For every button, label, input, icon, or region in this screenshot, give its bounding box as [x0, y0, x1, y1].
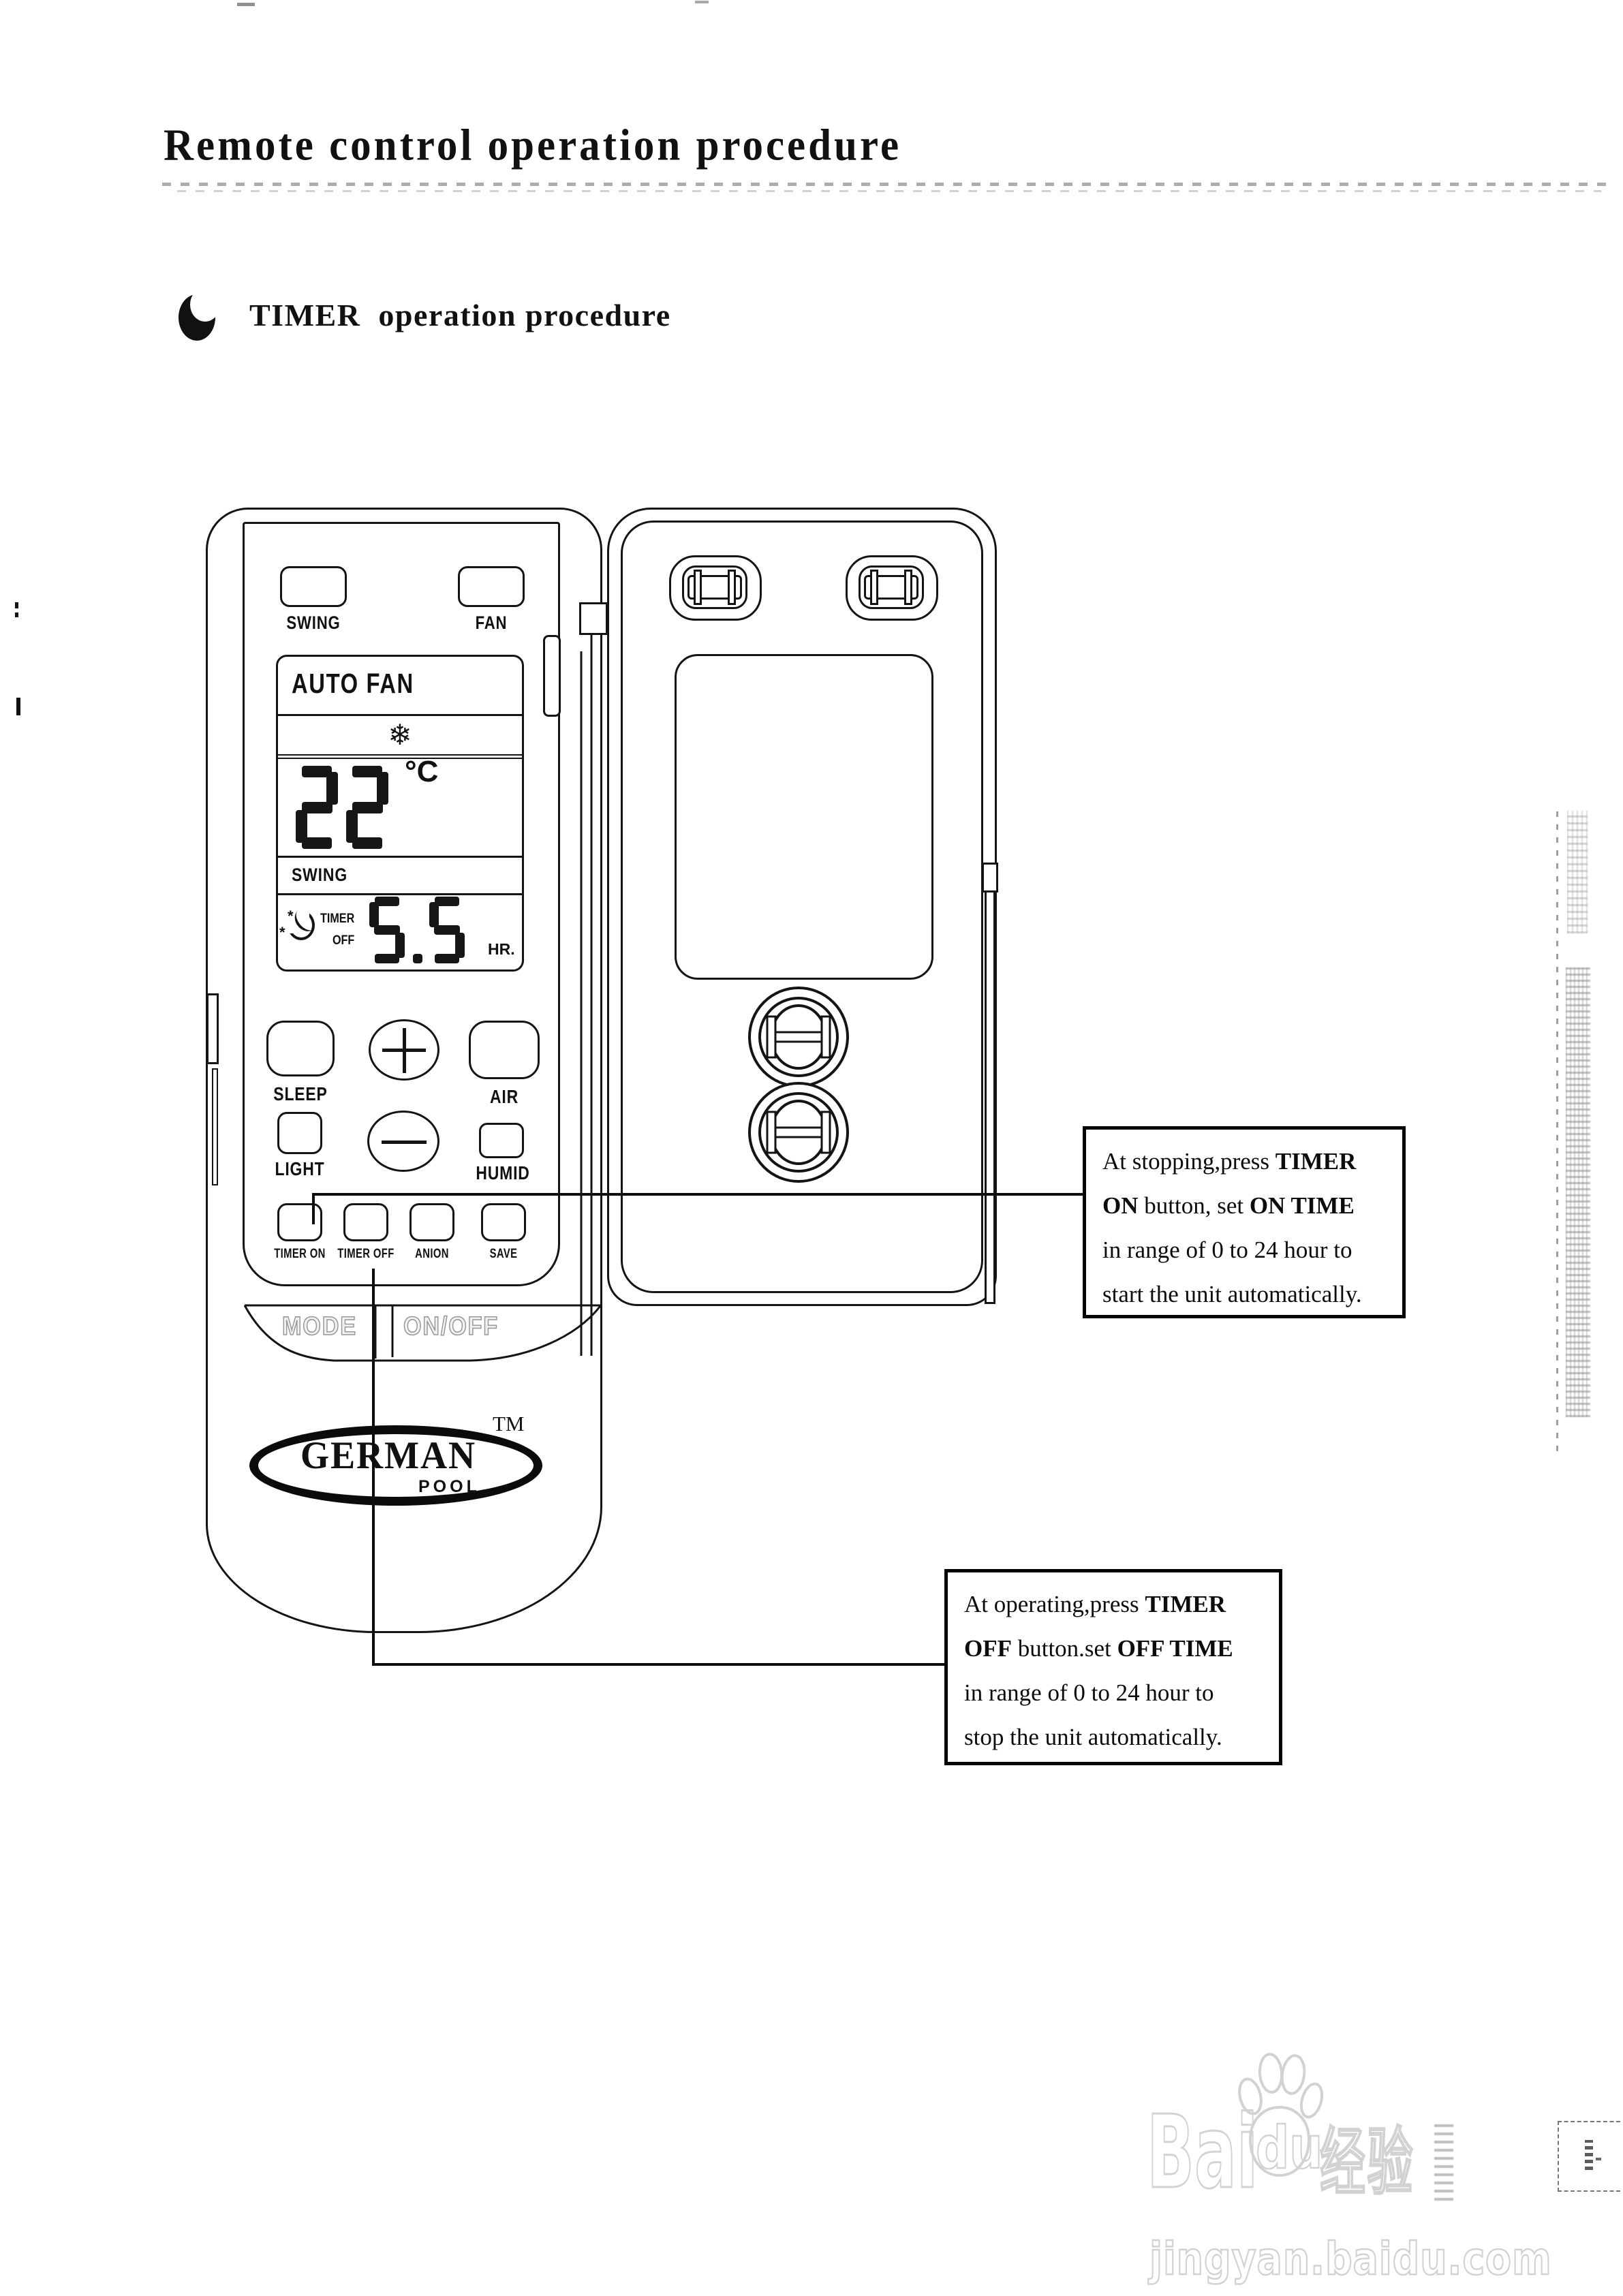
- timer-off-label: TIMER OFF: [337, 1247, 395, 1261]
- air-button: [469, 1021, 540, 1079]
- lcd-temp-unit: °C: [405, 755, 439, 788]
- scan-noise: [1434, 2122, 1453, 2201]
- lcd-cool-row: ❄: [278, 716, 522, 759]
- lcd-swing-row: SWING: [278, 858, 522, 895]
- humid-button-label: HUMID: [476, 1162, 530, 1183]
- fan-button: [458, 566, 525, 607]
- watermark-url-text: jingyan.baidu.com: [1149, 2232, 1552, 2286]
- watermark-jingyan-text: 经验: [1319, 2120, 1415, 2205]
- page-title: Remote control operation procedure: [164, 121, 902, 170]
- scan-noise-line: [1556, 804, 1558, 1451]
- minus-icon: [382, 1141, 427, 1144]
- watermark-bai-text: Bai: [1146, 2093, 1258, 2212]
- title-underline-noise: [162, 183, 1609, 186]
- scan-noise-column: [1566, 967, 1590, 1417]
- logo-sub-text: POOL: [418, 1477, 480, 1496]
- humid-button: [479, 1123, 524, 1158]
- crescent-bullet-icon: [179, 288, 220, 342]
- sleep-button: [266, 1021, 335, 1076]
- plus-button: [369, 1019, 439, 1081]
- hinge-bar: [985, 863, 995, 1304]
- hinge-tab: [579, 602, 608, 635]
- swing-button: [280, 566, 347, 607]
- lcd-mode-text: AUTO FAN: [292, 668, 414, 699]
- side-slot: [212, 1068, 218, 1185]
- scan-noise-column: [1567, 811, 1588, 933]
- section-heading: TIMER operation procedure: [249, 298, 671, 332]
- logo-tm-text: TM: [493, 1412, 525, 1436]
- save-button: [481, 1203, 526, 1241]
- save-label: SAVE: [489, 1247, 518, 1261]
- title-underline-noise: [177, 190, 1601, 192]
- fan-button-label: FAN: [475, 612, 508, 633]
- watermark-du-text: du: [1255, 2113, 1323, 2184]
- latch-left: [669, 555, 764, 623]
- scan-noise: [695, 1, 709, 3]
- lcd-temp-digits: [296, 766, 397, 849]
- hinge-tab: [543, 635, 561, 717]
- sleep-button-label: SLEEP: [273, 1083, 328, 1104]
- baidu-watermark: Bai du 经验 jingyan.baidu.com: [1141, 2041, 1618, 2296]
- scan-noise: [15, 602, 18, 608]
- lcd-timer-row: * * TIMER OFF HR.: [278, 895, 522, 969]
- minus-button: [367, 1111, 439, 1172]
- lcd-timer-unit: HR.: [488, 940, 515, 958]
- scan-noise: [15, 612, 18, 617]
- lcd-timer-label: TIMER: [320, 912, 355, 926]
- baidu-paw-icon: [1238, 2053, 1324, 2177]
- battery-compartment: [748, 987, 849, 1183]
- lcd-swing-text: SWING: [292, 865, 348, 885]
- lcd-display: AUTO FAN ❄ °C SWING * * TIMER OFF HR.: [276, 655, 524, 972]
- timer-off-button: [343, 1203, 388, 1241]
- anion-label: ANION: [415, 1247, 449, 1261]
- lcd-timer-digits: [369, 897, 473, 963]
- lcd-timer-state: OFF: [333, 933, 355, 948]
- moon-icon: * *: [279, 903, 322, 946]
- timer-on-label: TIMER ON: [274, 1247, 326, 1261]
- light-button: [277, 1112, 322, 1154]
- snowflake-icon: ❄: [388, 719, 412, 751]
- scan-noise: [237, 3, 255, 6]
- mode-button-label: MODE: [281, 1312, 357, 1341]
- hinge-bar-tab: [982, 863, 998, 893]
- lcd-mode-row: AUTO FAN: [278, 657, 522, 716]
- side-slot: [206, 993, 219, 1064]
- timer-on-button: [277, 1203, 322, 1241]
- latch-right: [846, 555, 941, 623]
- air-button-label: AIR: [489, 1086, 519, 1107]
- anion-button: [409, 1203, 454, 1241]
- scan-noise-box: [1558, 2121, 1620, 2192]
- logo-brand-text: GERMAN: [300, 1434, 477, 1477]
- light-button-label: LIGHT: [275, 1158, 325, 1179]
- scan-noise: [16, 698, 20, 715]
- onoff-button-label: ON/OFF: [403, 1312, 499, 1341]
- lcd-temp-row: °C: [278, 755, 522, 858]
- battery-door-panel: [675, 654, 933, 980]
- swing-button-label: SWING: [286, 612, 341, 633]
